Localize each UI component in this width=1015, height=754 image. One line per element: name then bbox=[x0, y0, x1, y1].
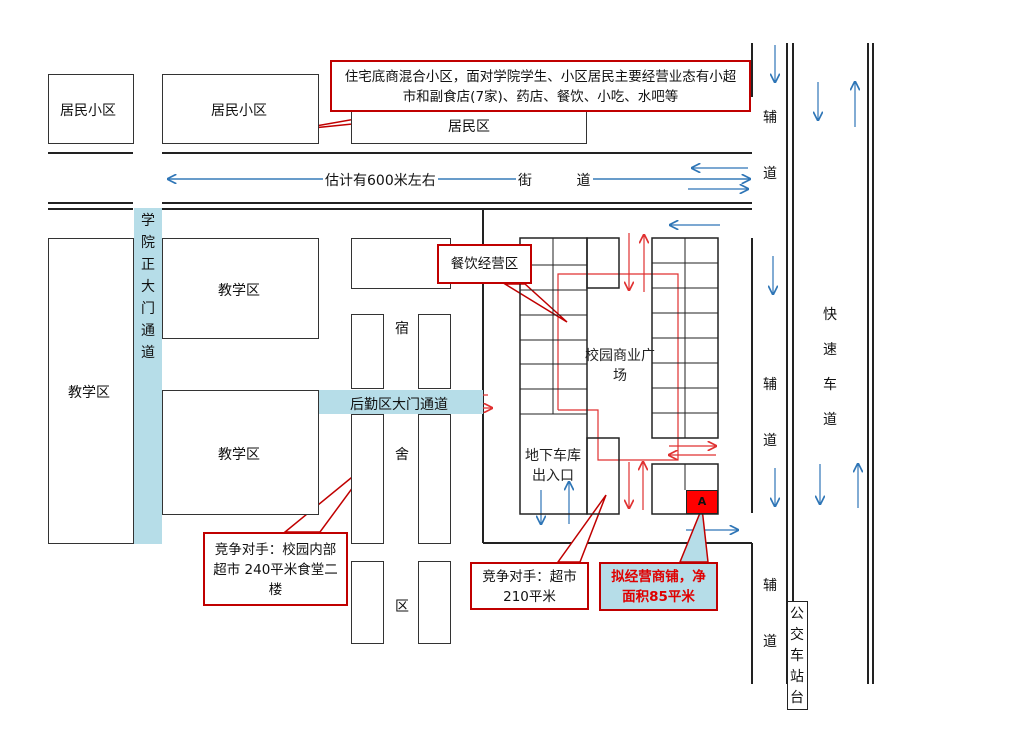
rear-gate-passage bbox=[319, 390, 483, 414]
dorm-building bbox=[351, 561, 384, 644]
dorm-building bbox=[418, 414, 451, 544]
side-road-label: 辅道 bbox=[762, 90, 778, 202]
callout-competitor-1: 竞争对手：校园内部超市 240平米食堂二楼 bbox=[203, 532, 348, 606]
dorm-building bbox=[351, 238, 451, 289]
callout-residential-mix-text: 住宅底商混合小区，面对学院学生、小区居民主要经营业态有小超市和副食店(7家)、药… bbox=[344, 69, 737, 105]
residential-zone-label: 居民区 bbox=[448, 119, 490, 135]
planned-shop-a[interactable]: A bbox=[686, 490, 718, 514]
teaching-zone-left-label: 教学区 bbox=[68, 385, 110, 401]
rear-gate-passage-label: 后勤区大门通道 bbox=[350, 397, 448, 413]
callout-dining: 餐饮经营区 bbox=[437, 244, 532, 284]
residential-block-2 bbox=[162, 74, 319, 144]
bus-stop-label: 公交车站台 bbox=[790, 606, 804, 706]
callout-competitor-2-text: 竞争对手：超市 210平米 bbox=[482, 569, 577, 605]
plaza-label-text: 校园商业广场 bbox=[585, 348, 655, 384]
callout-residential-mix: 住宅底商混合小区，面对学院学生、小区居民主要经营业态有小超市和副食店(7家)、药… bbox=[330, 60, 751, 112]
teaching-zone-upper bbox=[162, 238, 319, 339]
dorm-building bbox=[418, 314, 451, 389]
dorm-building bbox=[418, 561, 451, 644]
dorm-label-char: 区 bbox=[395, 599, 409, 615]
side-road-label: 辅道 bbox=[762, 357, 778, 469]
dorm-label-char: 舍 bbox=[395, 447, 409, 463]
teaching-zone-upper-label: 教学区 bbox=[218, 283, 260, 299]
express-road-label: 快速车道 bbox=[822, 298, 838, 438]
callout-planned-shop-text: 拟经营商铺，净面积85平米 bbox=[611, 569, 706, 605]
callout-competitor-2: 竞争对手：超市 210平米 bbox=[470, 562, 589, 610]
residential-block-1 bbox=[48, 74, 134, 144]
main-gate-passage-label: 学院正大门通道 bbox=[141, 213, 155, 361]
express-road-label-text: 快速车道 bbox=[823, 307, 837, 428]
teaching-zone-lower-label: 教学区 bbox=[218, 447, 260, 463]
side-road-label-text: 辅道 bbox=[763, 377, 777, 449]
callout-planned-shop: 拟经营商铺，净面积85平米 bbox=[599, 562, 718, 611]
bus-stop: 公交车站台 bbox=[787, 601, 808, 710]
side-road-label-text: 辅道 bbox=[763, 110, 777, 182]
dorm-building bbox=[351, 314, 384, 389]
plaza-label: 校园商业广场 bbox=[584, 346, 656, 386]
dorm-building bbox=[351, 414, 384, 544]
garage-label-text: 地下车库出入口 bbox=[525, 448, 581, 484]
callout-competitor-1-text: 竞争对手：校园内部超市 240平米食堂二楼 bbox=[213, 542, 338, 598]
distance-label: 估计有600米左右 bbox=[323, 170, 438, 190]
callout-dining-text: 餐饮经营区 bbox=[450, 256, 519, 272]
teaching-zone-left bbox=[48, 238, 134, 544]
side-road-label: 辅道 bbox=[762, 558, 778, 670]
street-label: 街 道 bbox=[516, 170, 593, 190]
garage-label: 地下车库出入口 bbox=[522, 446, 584, 486]
residential-block-2-label: 居民小区 bbox=[211, 103, 267, 119]
residential-block-1-label: 居民小区 bbox=[60, 103, 116, 119]
planned-shop-marker: A bbox=[697, 495, 707, 508]
dorm-label-char: 宿 bbox=[395, 321, 409, 337]
main-gate-passage bbox=[134, 208, 162, 544]
teaching-zone-lower bbox=[162, 390, 319, 515]
side-road-label-text: 辅道 bbox=[763, 578, 777, 650]
